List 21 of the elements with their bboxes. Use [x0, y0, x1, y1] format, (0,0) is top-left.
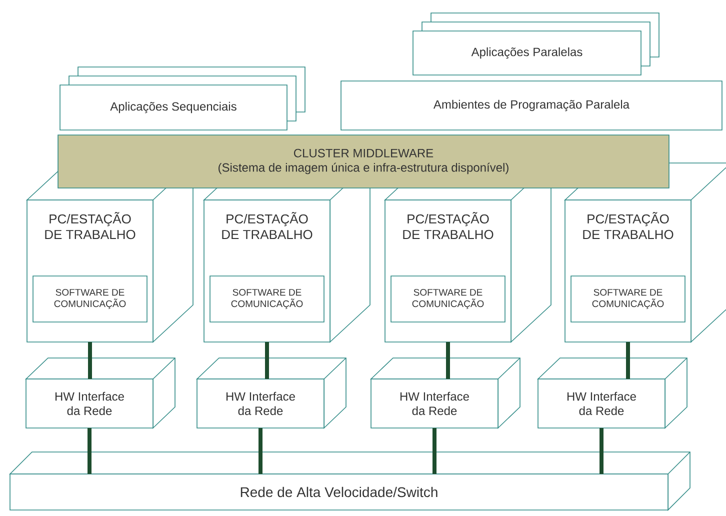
software-box: SOFTWARE DE COMUNICAÇÃO — [570, 276, 686, 322]
interface-box: HW Interface da Rede — [26, 378, 154, 428]
connector-line — [432, 428, 436, 474]
interface-box: HW Interface da Rede — [196, 378, 324, 428]
application-stack: Aplicações Paralelas — [412, 30, 642, 76]
connector-line — [446, 342, 450, 379]
connector-line — [88, 428, 92, 474]
connector-line — [258, 428, 262, 474]
connector-line — [88, 342, 92, 379]
network-bar: Rede de Alta Velocidade/Switch — [10, 474, 668, 510]
application-stack: Aplicações Sequenciais — [60, 84, 288, 130]
connector-line — [265, 342, 269, 379]
interface-box: HW Interface da Rede — [538, 378, 666, 428]
software-box: SOFTWARE DE COMUNICAÇÃO — [390, 276, 506, 322]
interface-box: HW Interface da Rede — [370, 378, 498, 428]
connector-line — [626, 342, 630, 379]
software-box: SOFTWARE DE COMUNICAÇÃO — [32, 276, 148, 322]
environment-box: Ambientes de Programação Paralela — [340, 80, 722, 130]
connector-line — [600, 428, 604, 474]
software-box: SOFTWARE DE COMUNICAÇÃO — [210, 276, 324, 322]
middleware-bar: CLUSTER MIDDLEWARE (Sistema de imagem única e infra-estrutura disponível) — [58, 134, 670, 188]
